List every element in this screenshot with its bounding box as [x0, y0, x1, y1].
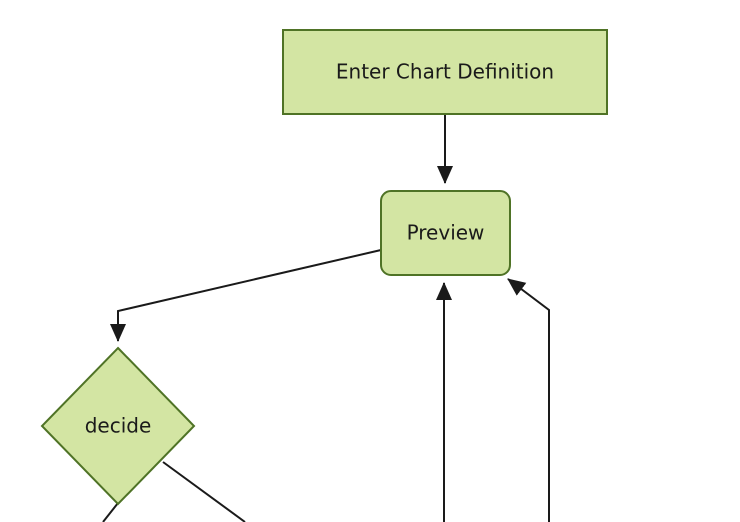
node-decide[interactable]: decide: [40, 346, 196, 506]
node-enter-shape[interactable]: [282, 29, 608, 115]
edges-layer: [102, 114, 550, 522]
nodes-layer: Enter Chart Definition Preview decide: [40, 29, 608, 506]
node-enter-chart-definition[interactable]: Enter Chart Definition: [282, 29, 608, 115]
node-preview-label: Preview: [407, 221, 485, 245]
node-decide-shape[interactable]: [40, 346, 196, 506]
node-enter-label: Enter Chart Definition: [336, 60, 554, 84]
node-preview-shape[interactable]: [380, 190, 511, 276]
edge-decide-bottom-out: [102, 502, 119, 522]
edge-return-bend-to-preview: [507, 278, 550, 522]
edge-preview-to-decide: [110, 249, 382, 342]
node-decide-label: decide: [85, 414, 152, 438]
node-preview[interactable]: Preview: [380, 190, 511, 276]
edge-decide-right-out: [162, 461, 246, 522]
